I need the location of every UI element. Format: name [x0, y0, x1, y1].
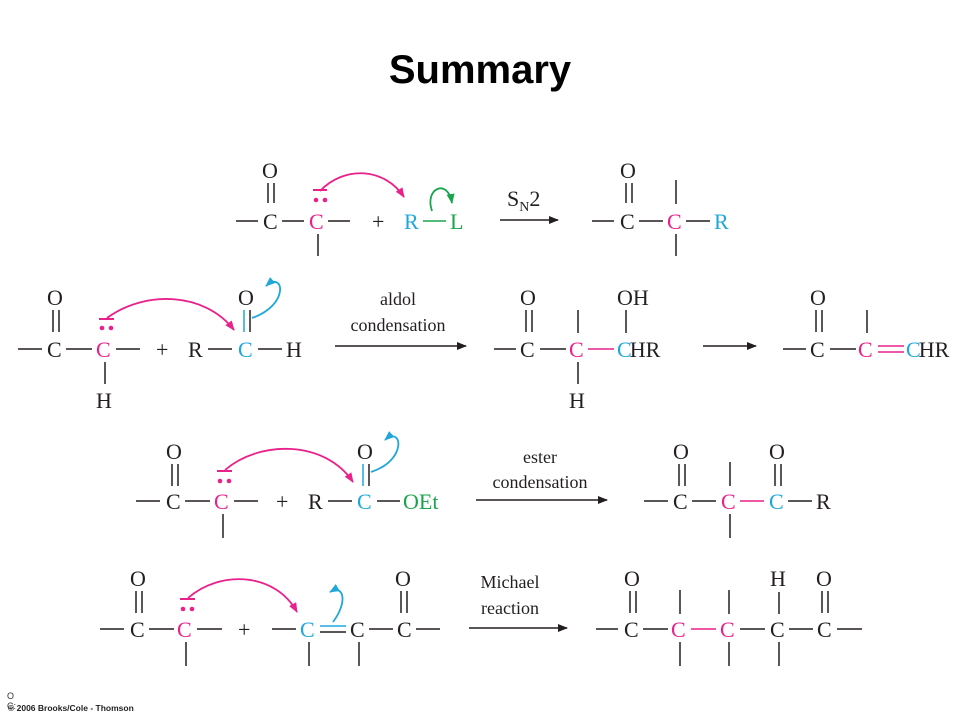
plus-sign: +: [372, 209, 384, 234]
nucleophilic-carbon: C: [309, 209, 324, 234]
svg-text:C: C: [166, 489, 181, 514]
svg-text:O: O: [673, 439, 689, 464]
svg-text:R: R: [714, 209, 729, 234]
svg-text:C: C: [569, 337, 584, 362]
svg-text:+: +: [156, 337, 168, 362]
aldol-reaction: O C C H + R C O H: [18, 277, 950, 413]
svg-text:O: O: [816, 566, 832, 591]
svg-text:C: C: [720, 617, 735, 642]
svg-text:+: +: [276, 489, 288, 514]
leaving-group-arrow: [429, 187, 455, 212]
svg-text:C: C: [817, 617, 832, 642]
svg-text:C: C: [624, 617, 639, 642]
svg-text:OEt: OEt: [403, 489, 438, 514]
svg-text:R: R: [308, 489, 323, 514]
svg-text:CHR: CHR: [906, 337, 950, 362]
svg-text:C: C: [214, 489, 229, 514]
svg-text:O: O: [357, 439, 373, 464]
svg-text:reaction: reaction: [481, 598, 539, 618]
svg-text:C: C: [770, 617, 785, 642]
ester-condensation-reaction: O C C + R C O OEt: [136, 431, 831, 538]
svg-text:O: O: [810, 285, 826, 310]
carbonyl-oxygen: O: [262, 158, 278, 183]
svg-text:ester: ester: [523, 447, 557, 467]
slide-title: Summary: [388, 48, 572, 92]
svg-text:OH: OH: [617, 285, 649, 310]
svg-text:O: O: [166, 439, 182, 464]
svg-text:CHR: CHR: [617, 337, 661, 362]
svg-text:C: C: [177, 617, 192, 642]
alkyl-R: R: [404, 209, 419, 234]
svg-text:R: R: [816, 489, 831, 514]
svg-text:O: O: [624, 566, 640, 591]
nucleophile-arrow: [319, 172, 405, 198]
svg-text:C: C: [130, 617, 145, 642]
svg-text:Michael: Michael: [481, 572, 540, 592]
svg-text:C: C: [620, 209, 635, 234]
svg-text:C: C: [357, 489, 372, 514]
corner-marks: O C:: [7, 691, 19, 711]
svg-text:O: O: [395, 566, 411, 591]
michael-reaction: O C C + C C C O: [100, 566, 862, 666]
svg-text:C: C: [238, 337, 253, 362]
svg-text:C: C: [300, 617, 315, 642]
svg-text:O: O: [520, 285, 536, 310]
svg-text:condensation: condensation: [351, 315, 446, 335]
svg-text:C: C: [673, 489, 688, 514]
svg-text:C: C: [769, 489, 784, 514]
svg-text:H: H: [569, 388, 585, 413]
svg-text:O: O: [238, 285, 254, 310]
svg-text:C: C: [671, 617, 686, 642]
svg-text:O: O: [47, 285, 63, 310]
svg-text:C: C: [858, 337, 873, 362]
corner-mark-c: C:: [7, 701, 16, 711]
copyright-credit: © 2006 Brooks/Cole - Thomson: [8, 703, 134, 713]
svg-text:O: O: [130, 566, 146, 591]
svg-text:C: C: [721, 489, 736, 514]
svg-text:+: +: [238, 617, 250, 642]
svg-text:condensation: condensation: [493, 472, 588, 492]
carbonyl-carbon: C: [263, 209, 278, 234]
sn2-reaction: O C C + R L SN2: [236, 158, 729, 256]
svg-text:H: H: [286, 337, 302, 362]
svg-text:C: C: [810, 337, 825, 362]
svg-text:C: C: [667, 209, 682, 234]
svg-text:C: C: [397, 617, 412, 642]
svg-text:aldol: aldol: [380, 289, 416, 309]
svg-text:R: R: [188, 337, 203, 362]
corner-mark-o: O: [7, 691, 15, 701]
svg-text:C: C: [96, 337, 111, 362]
svg-text:O: O: [620, 158, 636, 183]
svg-text:H: H: [770, 566, 786, 591]
sn2-label: SN2: [507, 186, 540, 215]
svg-text:H: H: [96, 388, 112, 413]
leaving-group-L: L: [450, 209, 463, 234]
svg-text:C: C: [47, 337, 62, 362]
svg-text:C: C: [350, 617, 365, 642]
svg-text:O: O: [769, 439, 785, 464]
svg-text:C: C: [520, 337, 535, 362]
